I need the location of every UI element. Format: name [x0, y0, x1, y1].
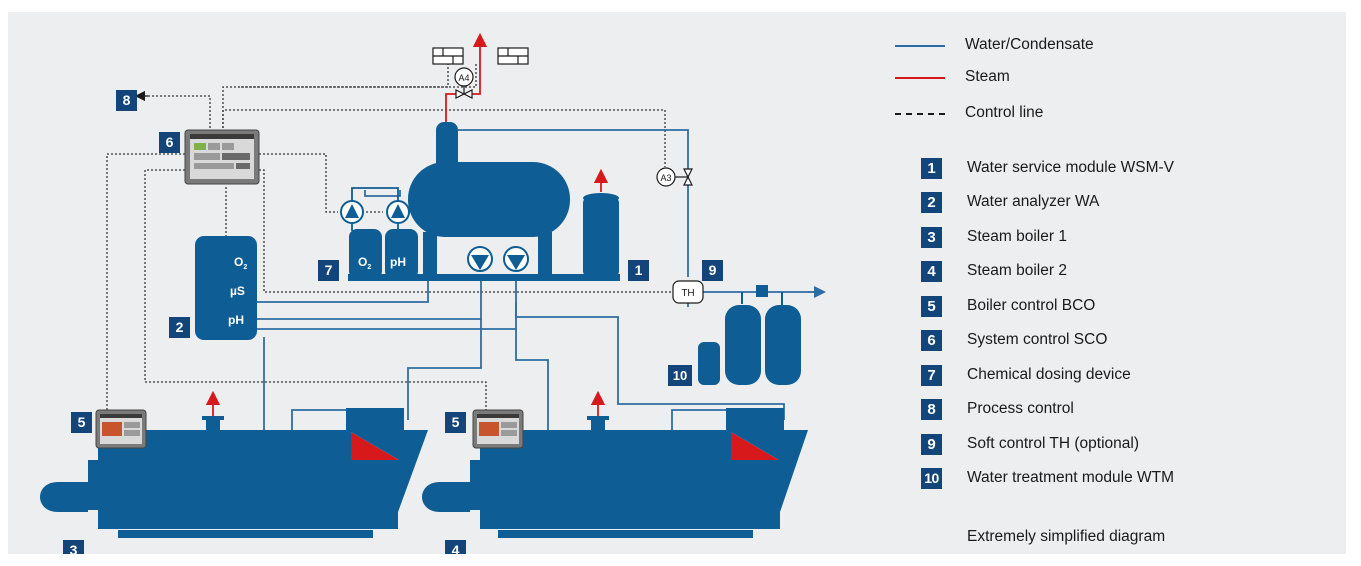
steam-line-swatch — [895, 77, 945, 79]
legend-num: 2 — [921, 192, 942, 213]
legend-num: 9 — [921, 434, 942, 455]
badge-3: 3 — [63, 540, 84, 554]
number-badges: 1 2 3 4 5 5 6 7 8 9 10 — [63, 90, 723, 554]
svg-text:O2: O2 — [358, 255, 371, 271]
svg-text:3: 3 — [70, 542, 78, 554]
legend-label: Steam boiler 1 — [967, 228, 1067, 245]
legend-label: Water treatment module WTM — [967, 469, 1175, 486]
legend-steam-label: Steam — [965, 68, 1010, 85]
svg-text:2: 2 — [176, 319, 184, 335]
badge-5a: 5 — [71, 412, 92, 433]
svg-text:5: 5 — [452, 414, 460, 430]
water-line-swatch — [895, 45, 945, 47]
legend-water-label: Water/Condensate — [965, 36, 1094, 53]
steam-boiler-1 — [40, 408, 428, 538]
badge-2: 2 — [169, 317, 190, 338]
th-label: TH — [681, 288, 694, 299]
legend-num: 10 — [921, 468, 942, 489]
svg-text:O2: O2 — [234, 255, 247, 271]
legend-num: 8 — [921, 399, 942, 420]
soft-control-th: TH — [672, 280, 704, 304]
legend-num: 6 — [921, 330, 942, 351]
legend-num: 3 — [921, 227, 942, 248]
legend-label: Chemical dosing device — [967, 366, 1131, 383]
legend-control-label: Control line — [965, 104, 1044, 121]
diagram-canvas: A4 A3 — [8, 12, 1346, 554]
svg-text:4: 4 — [452, 542, 460, 554]
water-treatment-module — [698, 285, 801, 385]
badge-10: 10 — [668, 365, 692, 386]
valve-a3: A3 — [656, 167, 693, 187]
valve-a3-label: A3 — [660, 173, 671, 183]
system-control-panel — [184, 129, 260, 185]
legend-label: Steam boiler 2 — [967, 262, 1067, 279]
badge-7: 7 — [318, 260, 339, 281]
boiler-control-panel-1 — [95, 409, 147, 449]
water-lines — [257, 129, 816, 432]
svg-text:pH: pH — [390, 255, 406, 269]
legend-label: Water service module WSM-V — [967, 159, 1174, 176]
legend-label: Boiler control BCO — [967, 297, 1096, 314]
legend-num: 7 — [921, 365, 942, 386]
svg-text:µS: µS — [230, 284, 245, 298]
control-line-swatch — [895, 113, 945, 115]
legend-label: Soft control TH (optional) — [967, 435, 1140, 452]
steam-boiler-2 — [422, 408, 808, 538]
legend-label: System control SCO — [967, 331, 1108, 348]
badge-9: 9 — [702, 260, 723, 281]
svg-text:8: 8 — [123, 92, 131, 108]
legend-label: Process control — [967, 400, 1074, 417]
chimney-icons — [432, 47, 529, 65]
boiler-control-panel-2 — [472, 409, 524, 449]
badge-1: 1 — [628, 260, 649, 281]
svg-text:9: 9 — [709, 262, 717, 278]
water-analyzer: O2 µS pH — [195, 236, 257, 340]
badge-8: 8 — [116, 90, 137, 111]
badge-6: 6 — [159, 132, 180, 153]
svg-text:6: 6 — [166, 134, 174, 150]
badge-5b: 5 — [445, 412, 466, 433]
svg-text:10: 10 — [673, 368, 687, 383]
water-service-module — [348, 122, 620, 281]
valve-a4-label: A4 — [458, 73, 469, 83]
feed-pumps — [467, 246, 529, 272]
svg-text:1: 1 — [635, 262, 643, 278]
plant-diagram: A4 A3 — [40, 32, 826, 554]
svg-text:7: 7 — [325, 262, 333, 278]
valve-a4: A4 — [454, 67, 474, 99]
legend-num: 4 — [921, 261, 942, 282]
svg-text:pH: pH — [228, 313, 244, 327]
diagram-note: Extremely simplified diagram — [967, 528, 1166, 545]
chemical-dosing-device: O2 pH — [340, 187, 418, 279]
badge-4: 4 — [445, 540, 466, 554]
legend-num: 5 — [921, 296, 942, 317]
svg-text:5: 5 — [78, 414, 86, 430]
legend-label: Water analyzer WA — [967, 193, 1100, 210]
legend-num: 1 — [921, 158, 942, 179]
